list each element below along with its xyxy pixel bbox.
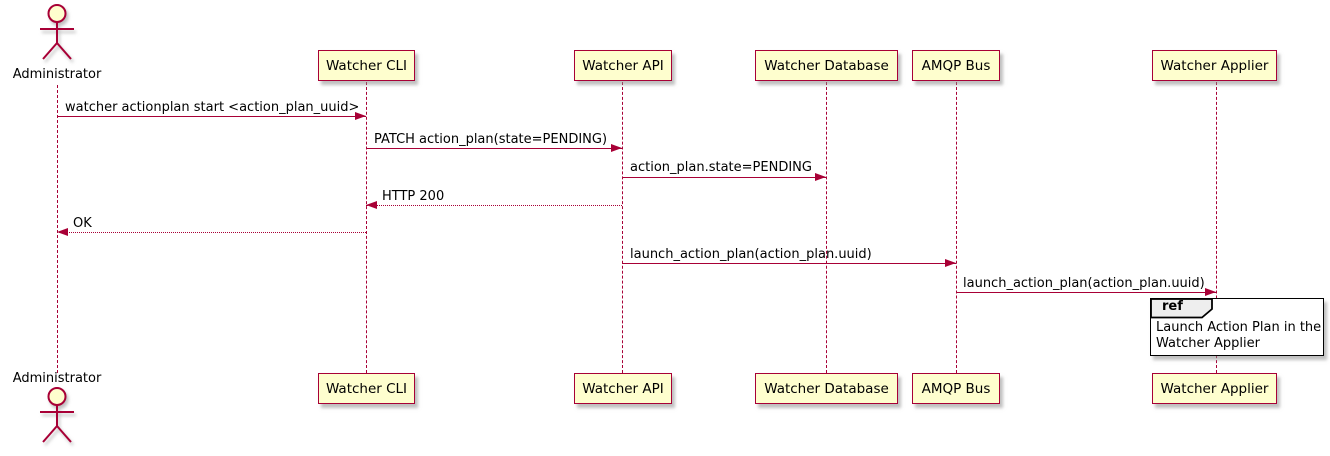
lifeline-watcher-applier: [1216, 82, 1217, 373]
ref-fragment: ref Launch Action Plan in the Watcher Ap…: [1150, 298, 1324, 356]
message-1-line: [57, 116, 366, 117]
ref-keyword: ref: [1162, 299, 1183, 314]
arrowhead-icon: [355, 112, 366, 120]
participant-watcher-api-bottom: Watcher API: [574, 373, 672, 404]
message-3-label: action_plan.state=PENDING: [630, 160, 812, 175]
participant-label: Watcher Applier: [1160, 380, 1269, 397]
message-2-line: [366, 148, 622, 149]
lifeline-watcher-database: [826, 82, 827, 373]
participant-watcher-database-top: Watcher Database: [755, 50, 898, 81]
lifeline-amqp-bus: [956, 82, 957, 373]
arrowhead-icon: [57, 228, 68, 236]
message-7-line: [956, 292, 1216, 293]
message-1-label: watcher actionplan start <action_plan_uu…: [65, 100, 360, 115]
participant-watcher-applier-bottom: Watcher Applier: [1152, 373, 1277, 404]
message-7-label: launch_action_plan(action_plan.uuid): [963, 276, 1205, 291]
actor-icon: [40, 4, 74, 60]
participant-label: Watcher API: [582, 380, 664, 397]
actor-administrator-bottom-label: Administrator: [12, 371, 102, 386]
participant-watcher-cli-bottom: Watcher CLI: [318, 373, 415, 404]
ref-line-1: Launch Action Plan in the: [1156, 320, 1322, 335]
participant-label: Watcher CLI: [325, 380, 408, 397]
participant-watcher-applier-top: Watcher Applier: [1152, 50, 1277, 81]
participant-watcher-database-bottom: Watcher Database: [755, 373, 898, 404]
actor-administrator-top-label: Administrator: [12, 67, 102, 82]
message-4-line: [366, 205, 622, 206]
arrowhead-icon: [611, 144, 622, 152]
message-5-label: OK: [73, 216, 92, 231]
lifeline-watcher-cli: [366, 82, 367, 373]
ref-line-2: Watcher Applier: [1156, 336, 1260, 351]
participant-label: Watcher Database: [764, 57, 889, 74]
arrowhead-icon: [1205, 288, 1216, 296]
participant-amqp-bus-top: AMQP Bus: [912, 50, 1000, 81]
lifeline-watcher-api: [622, 82, 623, 373]
participant-label: Watcher Database: [764, 380, 889, 397]
participant-label: Watcher CLI: [325, 57, 408, 74]
participant-label: Watcher API: [582, 57, 664, 74]
message-6-line: [622, 263, 956, 264]
participant-label: AMQP Bus: [921, 380, 991, 397]
message-3-line: [622, 177, 826, 178]
ref-tab-shape: [1150, 298, 1213, 319]
participant-watcher-cli-top: Watcher CLI: [318, 50, 415, 81]
message-5-line: [57, 232, 366, 233]
participant-label: Watcher Applier: [1160, 57, 1269, 74]
arrowhead-icon: [366, 201, 377, 209]
arrowhead-icon: [815, 173, 826, 181]
participant-watcher-api-top: Watcher API: [574, 50, 672, 81]
participant-label: AMQP Bus: [921, 57, 991, 74]
message-6-label: launch_action_plan(action_plan.uuid): [630, 247, 872, 262]
message-2-label: PATCH action_plan(state=PENDING): [374, 132, 608, 147]
participant-amqp-bus-bottom: AMQP Bus: [912, 373, 1000, 404]
message-4-label: HTTP 200: [382, 189, 445, 204]
arrowhead-icon: [945, 259, 956, 267]
actor-icon: [40, 387, 74, 443]
